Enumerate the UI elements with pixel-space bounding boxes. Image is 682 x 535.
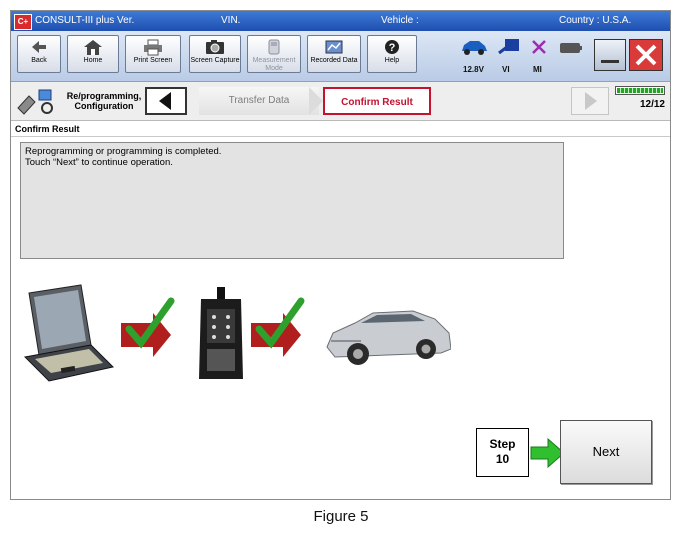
nav-forward-button[interactable] — [571, 87, 609, 115]
navigation-row: Re/programming, Configuration Transfer D… — [11, 82, 670, 121]
measurement-mode-label: Measurement Mode — [252, 57, 296, 72]
section-title: Confirm Result — [11, 121, 670, 137]
message-line-2: Touch “Next” to continue operation. — [25, 157, 173, 168]
flow-diagram — [23, 284, 451, 382]
camera-icon — [206, 40, 224, 54]
vin-label: VIN. — [221, 15, 241, 26]
vi-interface-icon — [199, 287, 243, 379]
recorded-data-icon — [325, 40, 343, 54]
success-check-arrow-icon-1 — [121, 297, 175, 357]
mi-status: MI — [533, 65, 542, 74]
progress-bar — [615, 86, 665, 95]
breadcrumb-label: Re/programming, Configuration — [66, 91, 142, 111]
vi-status: VI — [502, 65, 510, 74]
screen-capture-button[interactable]: Screen Capture — [189, 35, 241, 73]
consult-window: C+ CONSULT-III plus Ver. VIN. Vehicle : … — [10, 10, 671, 500]
recorded-data-button[interactable]: Recorded Data — [307, 35, 361, 73]
measurement-icon — [268, 39, 280, 55]
battery-car-icon — [462, 41, 487, 55]
step-arrow-icon — [530, 438, 565, 468]
step-callout-label: Step — [489, 437, 516, 451]
step-callout: Step 10 — [476, 428, 529, 477]
measurement-mode-button[interactable]: Measurement Mode — [247, 35, 301, 73]
toolbar: Back Home Print Screen Screen Capture Me… — [11, 31, 670, 82]
success-check-arrow-icon-2 — [251, 297, 305, 357]
step-transfer-data: Transfer Data — [199, 87, 319, 115]
app-title: CONSULT-III plus Ver. — [35, 15, 135, 26]
device-icon — [560, 43, 582, 53]
help-icon: ? — [385, 40, 399, 54]
reprogramming-icon — [17, 89, 53, 115]
figure-caption: Figure 5 — [313, 508, 369, 525]
svg-text:?: ? — [389, 42, 396, 54]
country-label: Country : U.S.A. — [559, 15, 632, 26]
vehicle-label: Vehicle : — [381, 15, 419, 26]
laptop-icon — [23, 284, 115, 382]
app-logo-icon: C+ — [14, 14, 32, 30]
breadcrumb[interactable]: Re/programming, Configuration — [15, 86, 147, 116]
minimize-button[interactable] — [594, 39, 626, 71]
step-confirm-result: Confirm Result — [323, 87, 431, 115]
nav-back-button[interactable] — [145, 87, 187, 115]
recorded-data-label: Recorded Data — [310, 57, 358, 64]
help-button[interactable]: ? Help — [367, 35, 417, 73]
minimize-icon — [601, 60, 619, 63]
back-button[interactable]: Back — [17, 35, 61, 73]
next-button[interactable]: Next — [560, 420, 652, 484]
screen-capture-label: Screen Capture — [190, 57, 240, 64]
print-screen-label: Print Screen — [133, 57, 173, 64]
voltage-readout: 12.8V — [463, 65, 484, 74]
mi-disconnected-icon — [532, 40, 546, 54]
close-icon — [635, 44, 657, 66]
help-label: Help — [384, 57, 400, 64]
printer-icon — [144, 39, 162, 56]
title-bar: C+ CONSULT-III plus Ver. VIN. Vehicle : … — [11, 11, 670, 31]
vehicle-icon — [326, 310, 451, 365]
home-icon — [84, 40, 102, 55]
left-arrow-icon — [159, 92, 171, 110]
step-callout-number: 10 — [495, 452, 510, 466]
back-arrow-icon — [32, 41, 46, 53]
step-chevron-icon — [309, 87, 323, 115]
home-label: Home — [83, 57, 103, 64]
print-screen-button[interactable]: Print Screen — [125, 35, 181, 73]
message-box: Reprogramming or programming is complete… — [20, 142, 564, 259]
right-arrow-icon — [585, 92, 597, 110]
vi-connection-icon — [498, 39, 519, 55]
home-button[interactable]: Home — [67, 35, 119, 73]
progress-indicator: 12/12 — [615, 86, 667, 116]
close-button[interactable] — [629, 39, 663, 71]
progress-fill — [617, 88, 663, 93]
back-label: Back — [31, 57, 47, 64]
message-line-1: Reprogramming or programming is complete… — [25, 146, 222, 157]
progress-count: 12/12 — [639, 99, 665, 110]
